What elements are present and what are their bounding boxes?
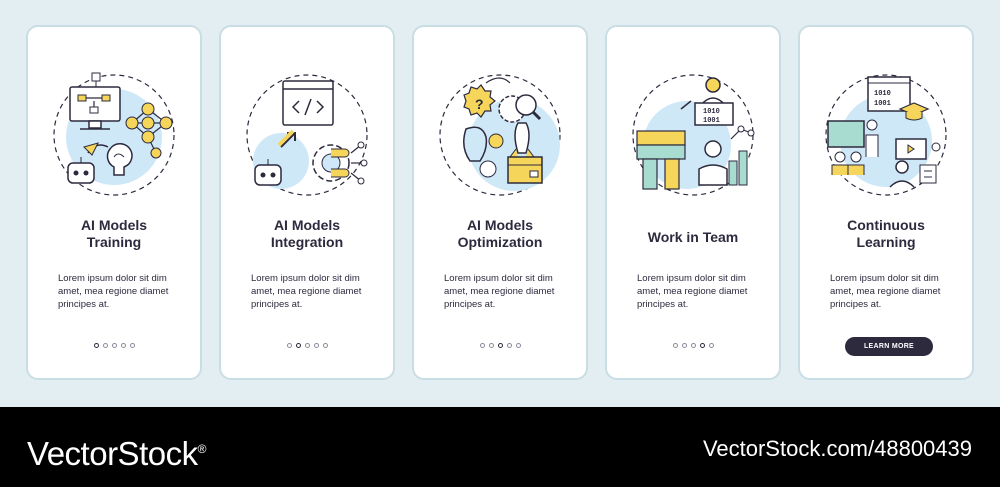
- learn-more-button[interactable]: LEARN MORE: [845, 337, 933, 356]
- page-dot-1[interactable]: [286, 343, 292, 348]
- card-title: AI Models Optimization: [457, 217, 543, 250]
- page-dot-5[interactable]: [322, 343, 328, 348]
- card-title: AI Models Integration: [270, 217, 344, 250]
- registered-mark: ®: [197, 442, 207, 456]
- page-dot-2[interactable]: [681, 343, 687, 348]
- brand-name: VectorStock: [27, 435, 198, 472]
- svg-text:?: ?: [475, 96, 484, 112]
- onboarding-screens: AI Models Training Lorem ipsum dolor sit…: [26, 25, 974, 380]
- stock-id: VectorStock.com/48800439: [702, 436, 972, 461]
- card-description: Lorem ipsum dolor sit dim amet, mea regi…: [830, 273, 941, 310]
- card-description: Lorem ipsum dolor sit dim amet, mea regi…: [637, 273, 748, 310]
- card-title: Work in Team: [647, 229, 739, 245]
- onboarding-card-optimization: ? AI Models Optimization Lorem ipsum dol…: [412, 25, 588, 380]
- pagination-dots: [607, 343, 779, 348]
- page-dot-1[interactable]: [672, 343, 678, 348]
- work-in-team-illustration: 1010 1001: [623, 65, 763, 205]
- ai-models-optimization-illustration: ?: [430, 65, 570, 205]
- page-dot-3[interactable]: [304, 343, 310, 348]
- page-dot-1[interactable]: [479, 343, 485, 348]
- page-dot-4[interactable]: [120, 343, 126, 348]
- binary-display-top: 1010: [703, 108, 720, 116]
- page-dot-4[interactable]: [313, 343, 319, 348]
- pagination-dots: [221, 343, 393, 348]
- watermark-footer: VectorStock® VectorStock.com/48800439: [0, 407, 1000, 487]
- card-description: Lorem ipsum dolor sit dim amet, mea regi…: [444, 273, 555, 310]
- ai-models-training-illustration: [44, 65, 184, 205]
- binary-display-top: 1010: [874, 90, 891, 98]
- card-title: AI Models Training: [80, 217, 148, 250]
- card-title: Continuous Learning: [847, 217, 925, 250]
- page-dot-5[interactable]: [129, 343, 135, 348]
- vectorstock-logo: VectorStock®: [27, 429, 206, 474]
- pagination-dots: [28, 343, 200, 348]
- page-dot-2[interactable]: [488, 343, 494, 348]
- onboarding-card-teamwork: 1010 1001 Work in Team Lorem ipsum dolor…: [605, 25, 781, 380]
- ai-models-integration-illustration: [237, 65, 377, 205]
- page-dot-2[interactable]: [295, 343, 301, 348]
- onboarding-card-learning: 1010 1001 Continuous Learning Lorem i: [798, 25, 974, 380]
- page-dot-3[interactable]: [690, 343, 696, 348]
- page-dot-1[interactable]: [93, 343, 99, 348]
- page-dot-5[interactable]: [515, 343, 521, 348]
- continuous-learning-illustration: 1010 1001: [816, 65, 956, 205]
- page-dot-4[interactable]: [699, 343, 705, 348]
- card-description: Lorem ipsum dolor sit dim amet, mea regi…: [251, 273, 362, 310]
- onboarding-card-integration: AI Models Integration Lorem ipsum dolor …: [219, 25, 395, 380]
- binary-display-bottom: 1001: [874, 100, 891, 108]
- page-dot-4[interactable]: [506, 343, 512, 348]
- page-dot-3[interactable]: [497, 343, 503, 348]
- onboarding-card-training: AI Models Training Lorem ipsum dolor sit…: [26, 25, 202, 380]
- pagination-dots: [414, 343, 586, 348]
- page-dot-5[interactable]: [708, 343, 714, 348]
- binary-display-bottom: 1001: [703, 117, 720, 125]
- card-description: Lorem ipsum dolor sit dim amet, mea regi…: [58, 273, 169, 310]
- page-dot-2[interactable]: [102, 343, 108, 348]
- page-dot-3[interactable]: [111, 343, 117, 348]
